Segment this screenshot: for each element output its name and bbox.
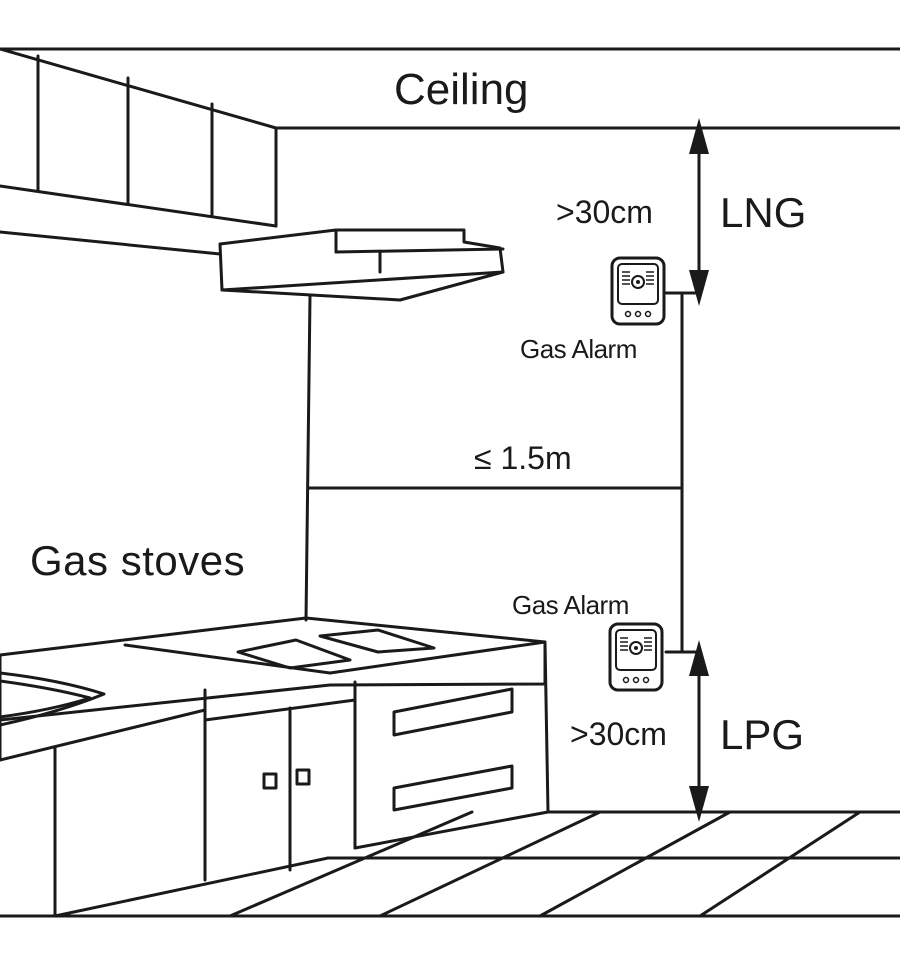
hood-to-stove-line	[304, 294, 312, 622]
gas-stoves-label: Gas stoves	[30, 537, 246, 584]
lng-distance-label: >30cm	[556, 194, 653, 230]
ceiling-label: Ceiling	[394, 65, 529, 114]
range-hood	[218, 228, 505, 302]
gas-alarm-icon	[608, 622, 664, 692]
base-cabinets	[53, 687, 550, 918]
kitchen-counter	[0, 616, 550, 814]
gas-alarm-icon	[610, 256, 666, 326]
floor	[0, 810, 900, 918]
lng-gas-label: LNG	[720, 189, 807, 236]
gas-stove-burners	[0, 628, 436, 727]
stove-distance-label: ≤ 1.5m	[474, 440, 572, 476]
ceiling-line	[0, 47, 900, 130]
lng-gas-alarm-label: Gas Alarm	[520, 334, 637, 364]
lpg-dimension-arrow	[689, 640, 709, 822]
lpg-gas-alarm-label: Gas Alarm	[512, 590, 629, 620]
wall-cabinets	[0, 47, 278, 256]
lng-dimension-arrow	[689, 118, 709, 306]
lpg-gas-label: LPG	[720, 711, 805, 758]
lpg-distance-label: >30cm	[570, 716, 667, 752]
